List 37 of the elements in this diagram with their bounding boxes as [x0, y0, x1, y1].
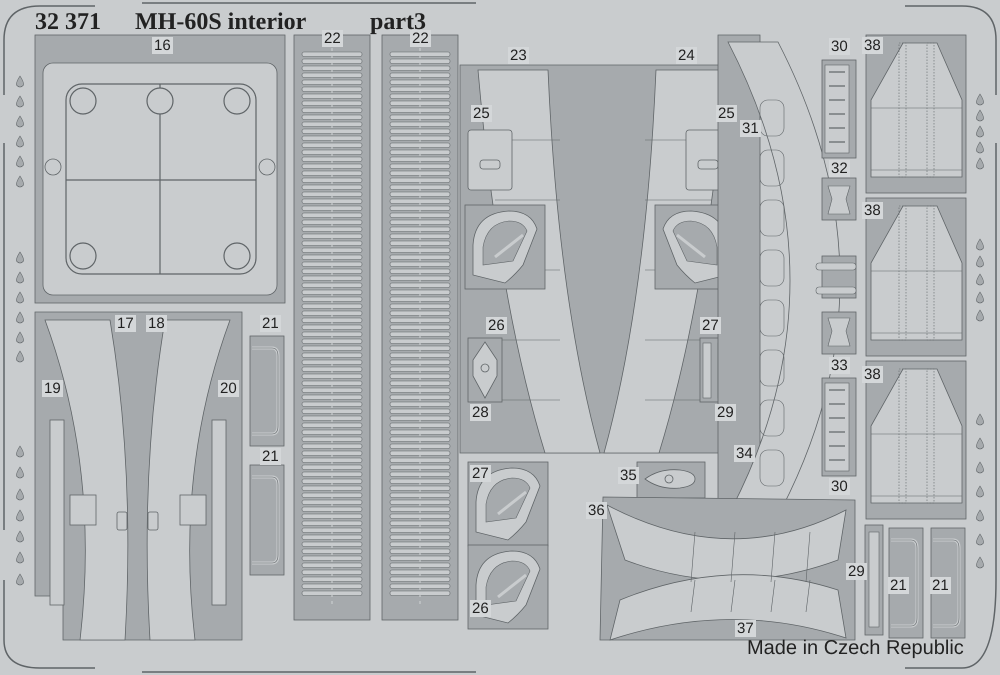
part-number: 25 [471, 105, 492, 122]
part-number: 31 [740, 120, 761, 137]
part-number: 38 [862, 366, 883, 383]
part-number: 29 [715, 404, 736, 421]
part-number: 35 [618, 467, 639, 484]
part-number: 38 [862, 202, 883, 219]
part-number: 30 [829, 38, 850, 55]
title-text: 32 371 [35, 10, 101, 34]
part-number: 32 [829, 160, 850, 177]
part-number: 27 [470, 465, 491, 482]
part-number: 29 [846, 563, 867, 580]
part-number: 26 [470, 600, 491, 617]
part-number: 21 [930, 577, 951, 594]
part-number: 37 [735, 620, 756, 637]
part-number: 19 [42, 380, 63, 397]
part-number: 23 [508, 47, 529, 64]
part-number: 22 [322, 30, 343, 47]
part-number: 17 [115, 315, 136, 332]
part-number: 36 [586, 502, 607, 519]
part-number: 21 [888, 577, 909, 594]
part-number: 16 [152, 37, 173, 54]
part-number: 27 [700, 317, 721, 334]
part-number: 38 [862, 37, 883, 54]
part-number: 24 [676, 47, 697, 64]
origin-note: Made in Czech Republic [747, 638, 964, 658]
part-number: 33 [829, 357, 850, 374]
part-number: 18 [146, 315, 167, 332]
title-text: MH-60S interior [135, 10, 306, 34]
part-number: 21 [260, 315, 281, 332]
part-number: 22 [410, 30, 431, 47]
part-number: 34 [734, 445, 755, 462]
part-number: 21 [260, 448, 281, 465]
part-number: 28 [470, 404, 491, 421]
part-number: 30 [829, 478, 850, 495]
part-number: 26 [486, 317, 507, 334]
part-number: 20 [218, 380, 239, 397]
part-number: 25 [716, 105, 737, 122]
